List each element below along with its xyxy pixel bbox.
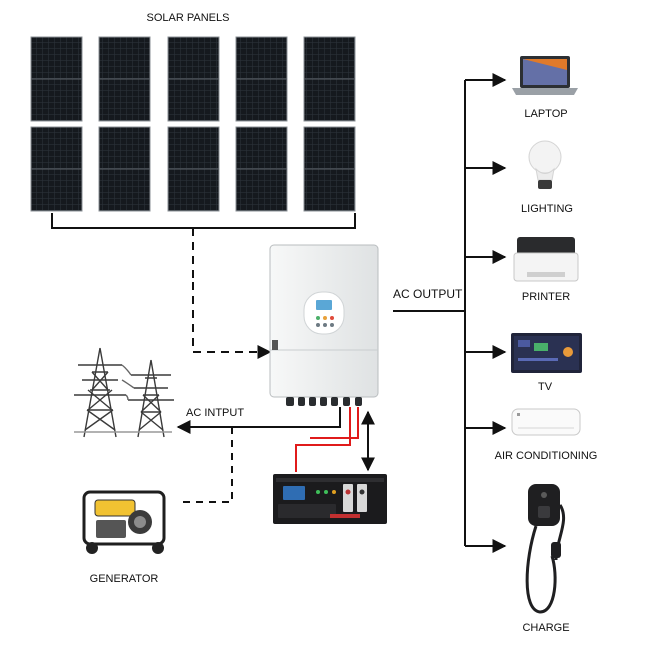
tv-label: TV <box>538 381 553 393</box>
laptop-icon <box>512 56 578 95</box>
solar-panel-icon <box>167 126 220 212</box>
solar-panel-icon <box>98 126 151 212</box>
tv-icon <box>511 333 582 373</box>
solar-panel-array <box>30 36 356 212</box>
ac-input-connector <box>176 407 341 503</box>
printer-label: PRINTER <box>522 291 570 303</box>
printer-icon <box>513 237 579 282</box>
power-tower-icon <box>74 347 174 438</box>
ac-output-bus <box>393 73 507 553</box>
air-conditioner-icon <box>511 408 581 436</box>
ac-output-label: AC OUTPUT <box>393 287 463 301</box>
solar-panel-icon <box>303 126 356 212</box>
generator-icon <box>82 490 166 554</box>
solar-panel-icon <box>30 36 83 122</box>
charge-label: CHARGE <box>522 622 569 634</box>
solar-panel-icon <box>30 126 83 212</box>
battery-connector <box>295 407 375 472</box>
solar-panels-title: SOLAR PANELS <box>147 12 230 24</box>
solar-connector <box>51 213 356 359</box>
ac-input-label: AC INTPUT <box>186 407 244 419</box>
light-bulb-icon <box>528 140 562 189</box>
lighting-label: LIGHTING <box>521 203 573 215</box>
solar-panel-icon <box>303 36 356 122</box>
air-conditioning-label: AIR CONDITIONING <box>495 450 598 462</box>
solar-panel-icon <box>167 36 220 122</box>
ev-charger-icon <box>525 484 566 614</box>
solar-panel-icon <box>235 36 288 122</box>
laptop-label: LAPTOP <box>524 108 567 120</box>
solar-panel-icon <box>98 36 151 122</box>
rack-battery-icon <box>273 474 387 524</box>
generator-label: GENERATOR <box>90 573 159 585</box>
hybrid-inverter-icon <box>269 244 379 406</box>
solar-panel-icon <box>235 126 288 212</box>
